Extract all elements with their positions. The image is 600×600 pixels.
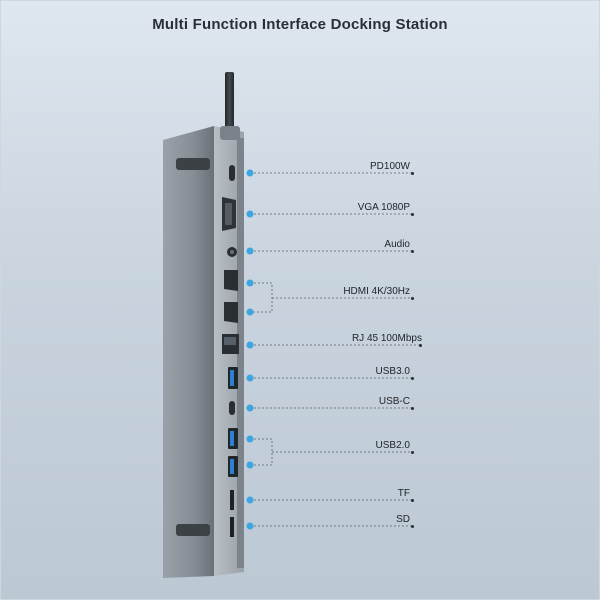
docking-front-rail (237, 138, 244, 568)
rubber-foot-bottom (176, 524, 210, 536)
port-label-vga: VGA 1080P (357, 202, 410, 213)
port-label-pd100w: PD100W (369, 161, 410, 172)
port-marker-dots (246, 169, 254, 530)
label-end-dot (411, 172, 414, 175)
leader-lines (250, 172, 420, 527)
cable-plug (220, 126, 240, 140)
usb-c-port-icon (229, 165, 235, 181)
usb-c-port-icon (229, 401, 235, 415)
label-end-dot (411, 297, 414, 300)
audio-jack-icon (227, 247, 237, 257)
port-label-rj45: RJ 45 100Mbps (351, 333, 422, 344)
vga-port-icon (222, 197, 236, 231)
port-label-usb3: USB3.0 (375, 366, 410, 377)
port-label-sd: SD (396, 514, 410, 525)
docking-body-side (163, 126, 214, 578)
page-title: Multi Function Interface Docking Station (152, 16, 448, 33)
port-label-audio: Audio (384, 239, 410, 250)
hdmi-port-icon (224, 270, 238, 291)
usb-c-cable (225, 72, 234, 134)
port-label-usb-c: USB-C (378, 396, 410, 407)
port-label-usb2: USB2.0 (375, 440, 410, 451)
label-end-dot (411, 213, 414, 216)
label-end-dot (419, 344, 422, 347)
label-end-dot (411, 451, 414, 454)
label-end-dot (411, 499, 414, 502)
port-label-tf: TF (397, 488, 410, 499)
ethernet-port-icon (222, 334, 239, 354)
rubber-foot-top (176, 158, 210, 170)
usb-a-port-icon (228, 428, 238, 449)
usb-a-port-icon (228, 367, 238, 389)
hdmi-port-icon (224, 302, 238, 323)
label-end-dot (411, 250, 414, 253)
usb-a-port-icon (228, 456, 238, 477)
port-label-hdmi: HDMI 4K/30Hz (343, 286, 410, 297)
label-end-dot (411, 377, 414, 380)
sd-card-slot-icon (230, 517, 234, 537)
label-end-dot (411, 525, 414, 528)
label-end-dot (411, 407, 414, 410)
tf-card-slot-icon (230, 490, 234, 510)
